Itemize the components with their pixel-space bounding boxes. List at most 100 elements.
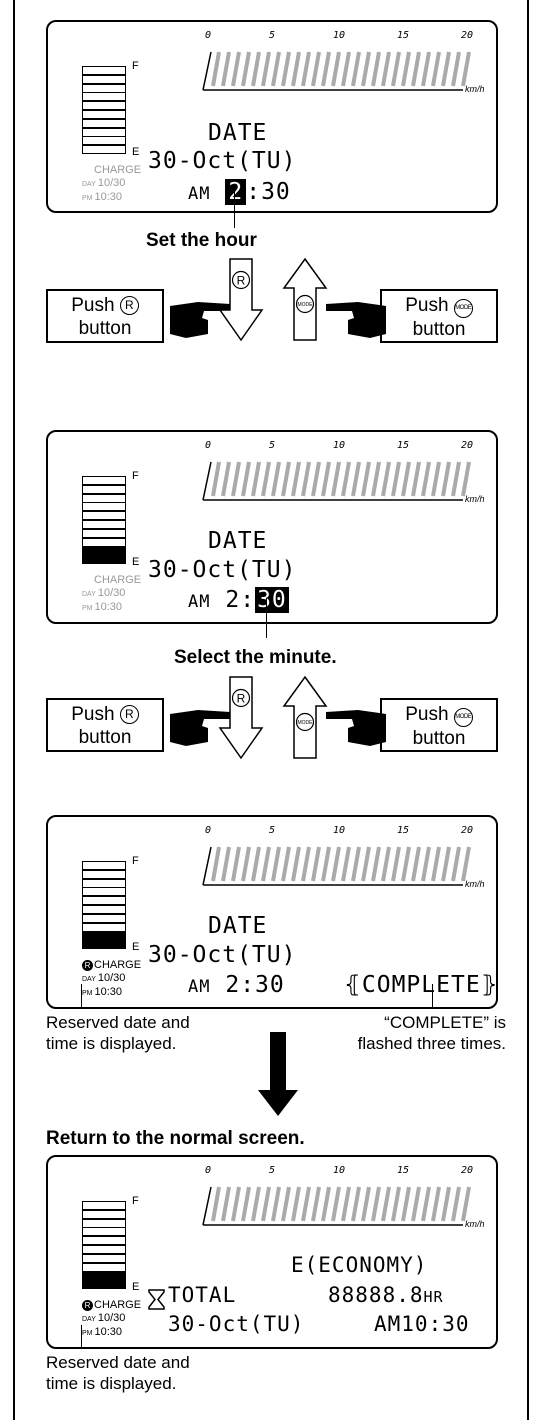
big-down-arrow-icon xyxy=(258,1032,298,1116)
speed-bar-segment xyxy=(421,846,431,882)
mode-display: E(ECONOMY) xyxy=(291,1253,428,1277)
complete-status: ⦃COMPLETE⦄ xyxy=(344,972,499,998)
speed-bar-segment xyxy=(401,51,411,87)
pm-label: PM xyxy=(82,605,93,612)
battery-segment xyxy=(82,484,126,494)
speed-bar-segment xyxy=(221,846,231,882)
speed-bar-segment xyxy=(411,51,421,87)
day-value: 10/30 xyxy=(97,177,126,189)
speed-bar-segment xyxy=(211,1186,221,1222)
am-label: AM xyxy=(188,184,211,204)
speed-bar-segment xyxy=(301,51,311,87)
scale-tick-label: 15 xyxy=(397,1165,410,1176)
r-icon: R xyxy=(82,574,93,586)
scale-tick-label: 0 xyxy=(205,1165,212,1176)
speed-bar-segment xyxy=(451,846,461,882)
up-arrow-icon: MODE xyxy=(282,675,328,759)
speed-bar-segment xyxy=(291,461,301,497)
scale-tick-label: 5 xyxy=(269,1165,276,1176)
battery-segment xyxy=(82,493,126,503)
battery-segment xyxy=(82,878,126,888)
speed-bar-segment xyxy=(461,461,471,497)
speed-bar-segment xyxy=(301,1186,311,1222)
charge-label: CHARGE xyxy=(94,959,142,971)
speed-bar-segment xyxy=(361,461,371,497)
scale-tick-label: 20 xyxy=(461,440,474,451)
battery-segment xyxy=(82,1271,126,1281)
speed-bar-segment xyxy=(371,1186,381,1222)
push-word: Push xyxy=(71,704,115,725)
speed-bar-segment xyxy=(431,846,441,882)
hour-value-highlighted: 2 xyxy=(225,179,247,205)
speed-bar-segment xyxy=(321,1186,331,1222)
battery-segment xyxy=(82,1253,126,1263)
speed-bar-segment xyxy=(431,1186,441,1222)
battery-segment xyxy=(82,940,126,950)
speed-bar-segment xyxy=(451,461,461,497)
date-value: 30-Oct(TU) xyxy=(168,1312,305,1336)
push-word: Push xyxy=(405,295,449,316)
speed-unit-label: km/h xyxy=(465,494,485,504)
battery-segment xyxy=(82,118,126,128)
right-hand-icon xyxy=(326,710,386,746)
page-frame xyxy=(13,0,529,1420)
hour-pointer-line xyxy=(234,188,235,228)
date-value: 30-Oct(TU) xyxy=(148,557,297,583)
speed-bar-segment xyxy=(281,1186,291,1222)
battery-segment xyxy=(82,1209,126,1219)
charge-label: CHARGE xyxy=(94,574,142,586)
speed-bar-segment xyxy=(221,461,231,497)
push-r-button-box: Push R button xyxy=(46,698,164,752)
battery-segment xyxy=(82,101,126,111)
complete-pointer-line xyxy=(432,984,433,1008)
gauge-empty-label: E xyxy=(132,556,140,568)
total-value: 88888.8 xyxy=(328,1283,424,1307)
speed-bar-segment xyxy=(381,461,391,497)
speed-bar-segment xyxy=(401,846,411,882)
complete-note-line1: “COMPLETE” is xyxy=(384,1013,506,1032)
battery-segment xyxy=(82,1280,126,1290)
battery-segment xyxy=(82,555,126,565)
time-colon: : xyxy=(240,587,256,613)
speed-bar-segment xyxy=(211,51,221,87)
scale-tick-label: 15 xyxy=(397,825,410,836)
speed-unit-label: km/h xyxy=(465,1219,485,1229)
speed-bar-segment xyxy=(321,51,331,87)
hour-value: 2 xyxy=(225,587,241,613)
time-value: 2:30 xyxy=(225,972,285,998)
charge-label: CHARGE xyxy=(94,164,142,176)
speed-bar-segment xyxy=(301,461,311,497)
speed-bar-segment xyxy=(401,461,411,497)
speed-bar-segment xyxy=(251,461,261,497)
scale-tick-label: 20 xyxy=(461,1165,474,1176)
speed-bar-segment xyxy=(411,1186,421,1222)
battery-segment xyxy=(82,869,126,879)
speed-unit-label: km/h xyxy=(465,879,485,889)
speed-bar-segment xyxy=(321,846,331,882)
speed-bar-segment xyxy=(391,51,401,87)
battery-segment xyxy=(82,127,126,137)
speed-bar-segment xyxy=(211,846,221,882)
speed-bar-segment xyxy=(241,51,251,87)
button-word: button xyxy=(412,319,466,340)
day-value: 10/30 xyxy=(97,972,126,984)
speed-bar-segment xyxy=(351,461,361,497)
battery-segment xyxy=(82,1218,126,1228)
speed-bar-segment xyxy=(341,461,351,497)
scale-tick-label: 20 xyxy=(461,825,474,836)
speed-bar-segment xyxy=(421,461,431,497)
speed-bar-segment xyxy=(281,51,291,87)
speed-bar-segment xyxy=(361,51,371,87)
speed-bar-segment xyxy=(211,461,221,497)
battery-segment xyxy=(82,896,126,906)
r-icon: R xyxy=(82,1299,93,1311)
time-display: AM 2:30 xyxy=(188,972,285,998)
caption-select-minute: Select the minute. xyxy=(174,647,337,668)
speed-bar-segment xyxy=(291,1186,301,1222)
speed-bar-segment xyxy=(331,461,341,497)
speed-bar-segment xyxy=(251,1186,261,1222)
